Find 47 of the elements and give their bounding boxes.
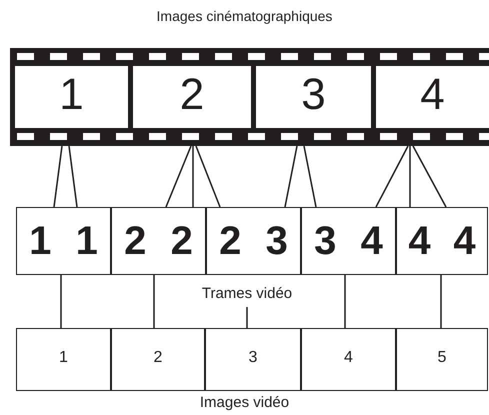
- video-frame-box: [301, 328, 396, 391]
- connector-line: [153, 275, 155, 328]
- video-field-box: [206, 207, 301, 275]
- connector-line: [412, 146, 447, 208]
- frame-number: 5: [436, 349, 448, 367]
- diagram-title: Images cinématographiques: [156, 8, 334, 24]
- frame-number: 4: [419, 70, 446, 120]
- frame-number: 2: [178, 70, 206, 120]
- frame-number: 1: [58, 70, 85, 120]
- video-frame-box: [396, 328, 488, 391]
- connector-line: [303, 146, 317, 208]
- field-number: 1: [28, 218, 52, 264]
- video-field-box: [111, 207, 206, 275]
- frame-number: 2: [152, 349, 164, 367]
- frame-number: 4: [343, 349, 354, 367]
- field-number: 2: [123, 218, 148, 264]
- connector-line: [344, 275, 346, 328]
- field-number: 4: [360, 218, 384, 264]
- connector-line: [53, 146, 63, 208]
- video-frame-box: [111, 328, 205, 391]
- connector-line: [284, 146, 298, 208]
- video-field-box: [301, 207, 396, 275]
- connector-line: [195, 146, 221, 208]
- field-number: 4: [452, 218, 477, 264]
- video-field-box: [396, 207, 488, 275]
- field-number: 2: [218, 218, 242, 264]
- field-number: 4: [407, 218, 432, 264]
- video-frame-box: [16, 328, 111, 391]
- frame-number: 1: [58, 349, 69, 367]
- connector-line: [68, 146, 78, 208]
- connector-line: [192, 146, 194, 207]
- connector-line: [409, 146, 411, 207]
- field-number: 3: [313, 218, 338, 264]
- frame-number: 3: [300, 70, 327, 120]
- connector-line: [165, 146, 192, 208]
- connector-line: [375, 146, 409, 208]
- connector-line: [440, 275, 442, 328]
- field-number: 1: [74, 218, 99, 264]
- frame-number: 3: [248, 349, 258, 367]
- field-number: 2: [170, 218, 194, 264]
- section-label: Trames vidéo: [200, 285, 294, 302]
- field-number: 3: [264, 218, 289, 264]
- connector-line: [60, 275, 62, 328]
- connector-line: [246, 307, 248, 328]
- caption-label: Images vidéo: [198, 394, 290, 411]
- video-field-box: [16, 207, 111, 275]
- video-frame-box: [205, 328, 301, 391]
